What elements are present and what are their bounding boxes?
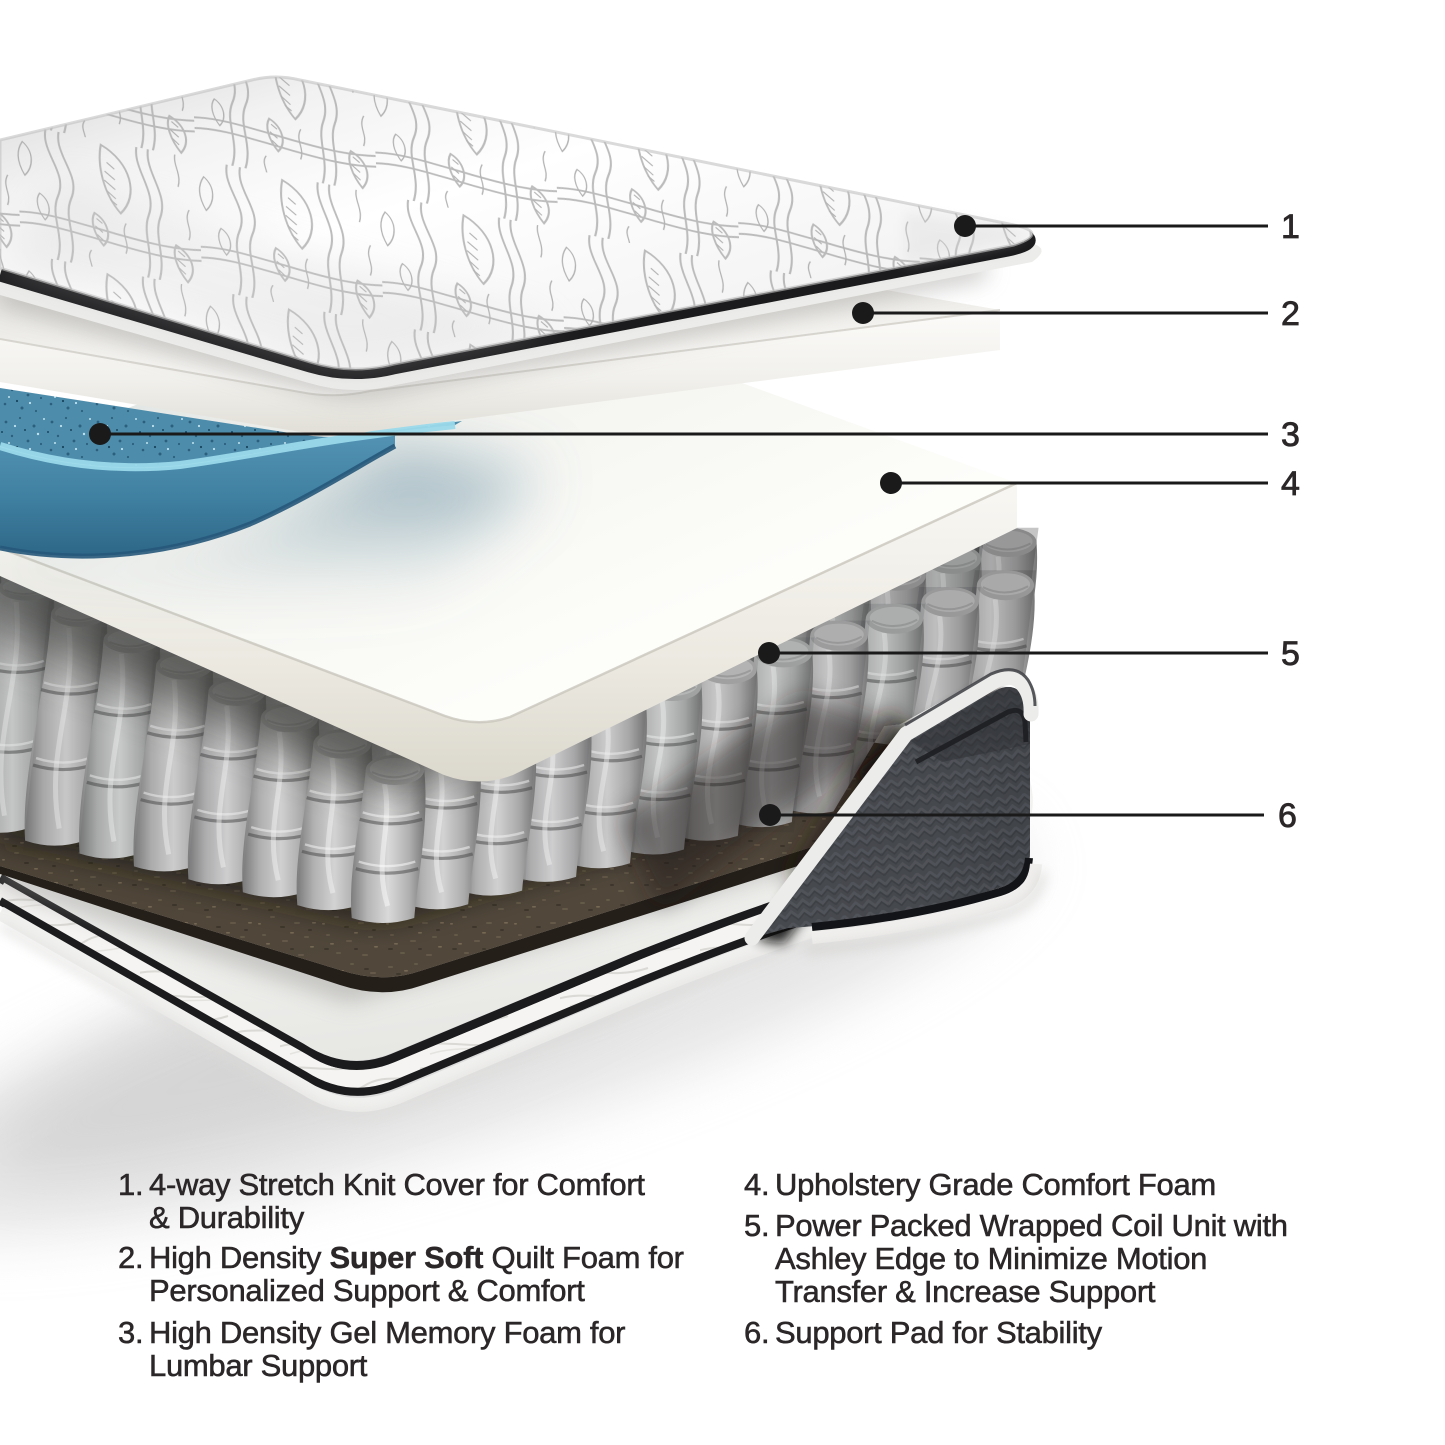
callout-number: 6 [1278, 797, 1297, 835]
callout-6: 6 [759, 797, 1297, 835]
callout-dot [852, 302, 874, 324]
knit-cover-layer [0, 75, 1042, 391]
callout-dot [89, 423, 111, 445]
callout-dot [759, 804, 781, 826]
callout-5: 5 [758, 635, 1300, 673]
callout-3: 3 [89, 416, 1300, 454]
callout-dot [954, 215, 976, 237]
callout-number: 3 [1281, 416, 1300, 454]
callout-1: 1 [954, 208, 1300, 246]
gel-foam-layer [0, 388, 540, 603]
edge-panel [620, 668, 1046, 954]
callout-number: 4 [1281, 465, 1300, 503]
callouts: 1 2 3 4 5 6 [89, 208, 1300, 835]
callout-dot [758, 642, 780, 664]
callout-4: 4 [880, 465, 1300, 503]
callout-number: 5 [1281, 635, 1300, 673]
callout-number: 1 [1281, 208, 1300, 246]
callout-dot [880, 472, 902, 494]
callout-2: 2 [852, 295, 1300, 333]
callout-number: 2 [1281, 295, 1300, 333]
